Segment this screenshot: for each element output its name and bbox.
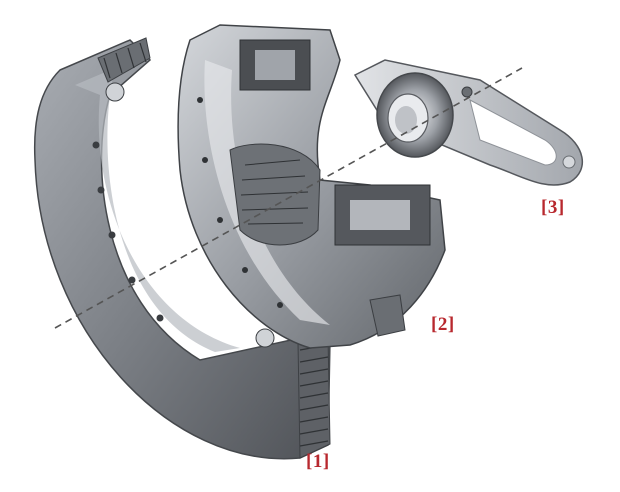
flywheel-component xyxy=(33,37,331,460)
release-bearing-callout-label: [3] xyxy=(541,197,565,218)
flywheel-callout-label: [1] xyxy=(306,451,330,472)
flywheel-bolt-holes xyxy=(92,141,164,322)
release-bearing-component xyxy=(353,59,584,186)
clutch-assembly-callout-label: [2] xyxy=(431,314,455,335)
pressure-plate-rivets xyxy=(197,97,283,308)
ring-gear-teeth xyxy=(103,42,329,447)
rotation-axis-line xyxy=(54,67,523,329)
clutch-assembly-component xyxy=(177,24,446,349)
